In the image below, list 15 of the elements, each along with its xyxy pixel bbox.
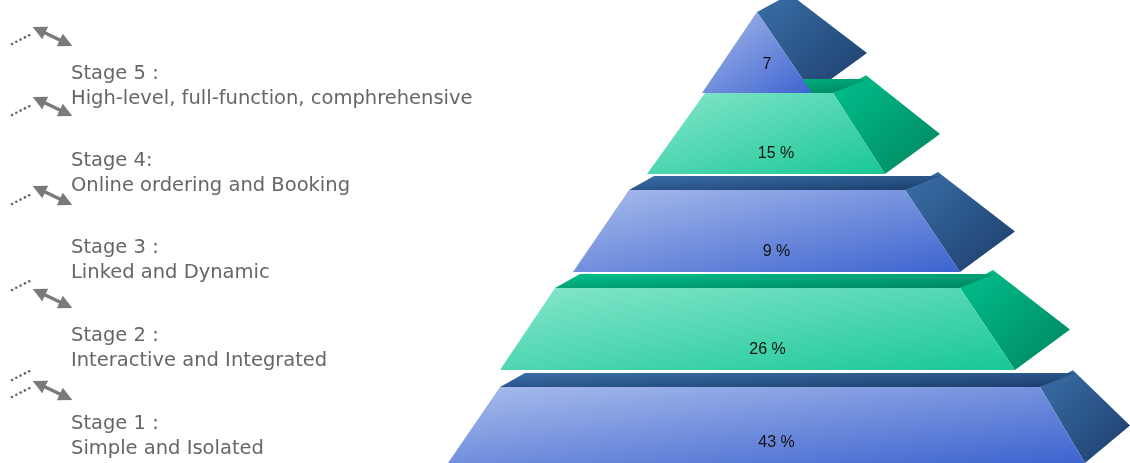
stage-description: High-level, full-function, comphrehensive	[71, 85, 473, 110]
stage-description: Simple and Isolated	[71, 435, 264, 460]
stage-heading: Stage 3 :	[71, 234, 159, 259]
stage-heading: Stage 2 :	[71, 322, 159, 347]
percentage-label: 26 %	[749, 340, 786, 358]
stage-description: Interactive and Integrated	[71, 347, 328, 372]
stage-heading: Stage 1 :	[71, 410, 159, 435]
stage-description: Linked and Dynamic	[71, 259, 270, 284]
percentage-label: 7	[762, 55, 772, 73]
percentage-label: 43 %	[758, 433, 795, 451]
stage-description: Online ordering and Booking	[71, 172, 351, 197]
stage-heading: Stage 5 :	[71, 60, 159, 85]
percentage-label: 15 %	[757, 144, 795, 162]
stage-heading: Stage 4:	[71, 147, 153, 172]
percentage-label: 9 %	[762, 242, 791, 260]
